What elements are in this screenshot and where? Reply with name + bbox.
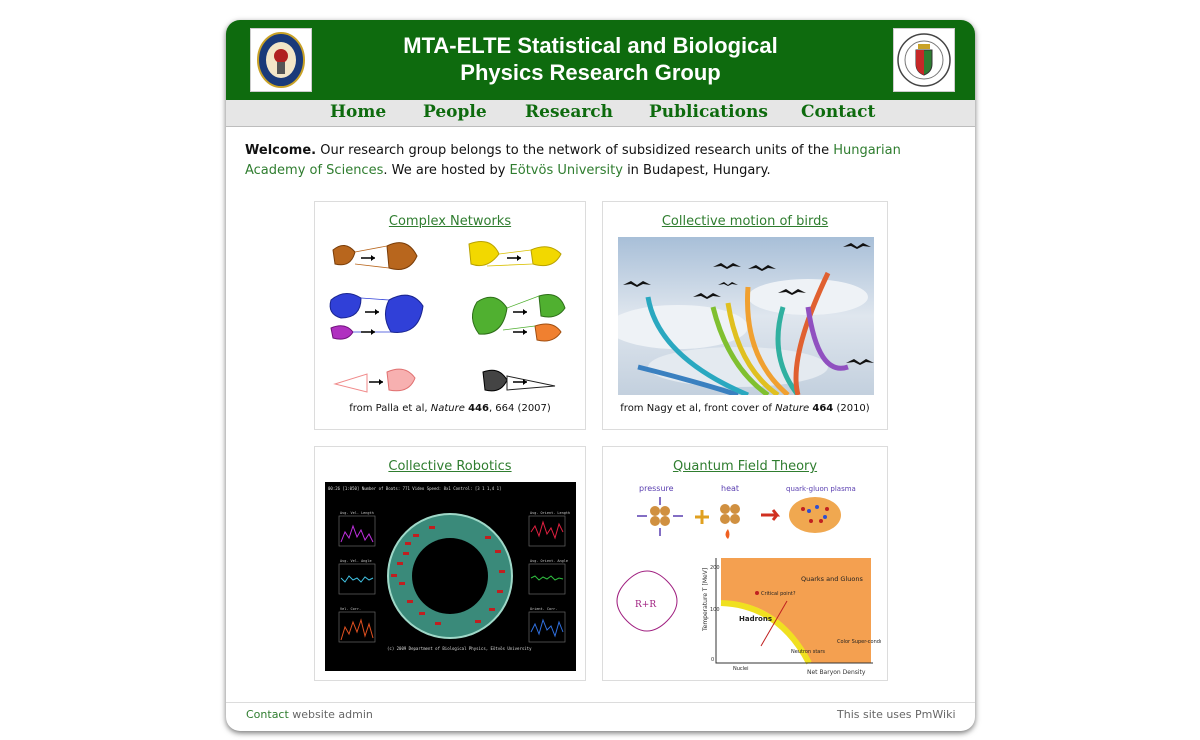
nav-home[interactable]: Home [330, 102, 387, 122]
caption-pre: from Nagy et al, front cover of [620, 403, 776, 414]
complex-networks-caption: from Palla et al, Nature 446, 664 (2007) [315, 403, 585, 414]
nav-people[interactable]: People [423, 102, 487, 122]
nav-publications[interactable]: Publications [649, 102, 768, 122]
footer-contact: Contact website admin [246, 708, 373, 721]
robotics-experiment-image: 00:26 [1:050] Number of Boats: 771 Video… [325, 482, 576, 671]
caption-journal: Nature [430, 403, 465, 414]
hungarian-academy-link[interactable]: Hungarian Academy of Sciences [245, 143, 901, 178]
seal-icon [257, 32, 305, 88]
site-title-line2: Physics Research Group [460, 60, 721, 85]
birds-caption: from Nagy et al, front cover of Nature 4… [603, 403, 887, 414]
svg-text:Neutron stars: Neutron stars [791, 649, 825, 655]
eotvos-university-link[interactable]: Eötvös University [509, 163, 623, 178]
plot-label-5: Avg. Orient. Angle [530, 559, 568, 563]
svg-text:Critical point?: Critical point? [761, 591, 796, 597]
site-title: MTA-ELTE Statistical and Biological Phys… [346, 32, 835, 86]
welcome-text-1: Our research group belongs to the networ… [316, 143, 834, 158]
bird-flight-trajectories-image [618, 237, 874, 395]
collective-motion-birds-link[interactable]: Collective motion of birds [661, 214, 829, 229]
caption-volume: 464 [812, 403, 834, 414]
footer-divider [226, 702, 975, 703]
nav-contact[interactable]: Contact [801, 102, 876, 122]
quantum-field-theory-link[interactable]: Quantum Field Theory [672, 459, 818, 474]
caption-post: (2010) [833, 403, 870, 414]
footer-contact-text: website admin [288, 708, 373, 721]
heat-label: heat [721, 484, 739, 493]
caption-journal: Nature [775, 403, 810, 414]
university-seal-icon [897, 33, 951, 87]
caption-pre: from Palla et al, [349, 403, 431, 414]
temperature-axis-label: Temperature T [MeV] [702, 568, 709, 632]
elte-logo[interactable] [893, 28, 955, 92]
site-title-line1: MTA-ELTE Statistical and Biological [403, 33, 778, 58]
quark-gluon-phase-diagram: pressure heat quark-gluon plasma R+R Tem… [616, 484, 881, 676]
footer-contact-link[interactable]: Contact [246, 708, 289, 721]
site-header: MTA-ELTE Statistical and Biological Phys… [226, 20, 975, 100]
plot-label-4: Avg. Orient. Length [530, 511, 570, 515]
welcome-text-2: . We are hosted by [383, 163, 510, 178]
caption-volume: 446 [468, 403, 489, 414]
welcome-text-3: in Budapest, Hungary. [622, 163, 771, 178]
robotics-header-text: 00:26 [1:050] Number of Boats: 771 Video… [328, 486, 501, 491]
svg-text:200: 200 [710, 565, 720, 571]
panel-quantum-field-theory: Quantum Field Theory pressure heat quark… [602, 446, 888, 681]
svg-text:100: 100 [710, 607, 720, 613]
network-communities-figure [329, 241, 566, 393]
plot-label-1: Avg. Vel. Length [340, 511, 374, 515]
welcome-bold: Welcome. [245, 143, 317, 158]
hadrons-label: Hadrons [739, 615, 772, 623]
main-nav: Home People Research Publications Contac… [226, 100, 975, 127]
collective-robotics-link[interactable]: Collective Robotics [388, 459, 512, 474]
baryon-density-axis-label: Net Baryon Density [807, 669, 866, 676]
panel-complex-networks: Complex Networks [314, 201, 586, 430]
welcome-paragraph: Welcome. Our research group belongs to t… [245, 141, 945, 181]
plot-label-2: Avg. Vel. Angle [340, 559, 372, 563]
nav-research[interactable]: Research [525, 102, 614, 122]
plot-label-6: Orient. Corr. [530, 607, 557, 611]
plasma-label: quark-gluon plasma [786, 485, 856, 493]
footer-pmwiki: This site uses PmWiki [837, 708, 956, 721]
svg-text:Nuclei: Nuclei [733, 666, 749, 672]
svg-text:0: 0 [711, 657, 714, 663]
plot-label-3: Vel. Corr. [340, 607, 361, 611]
panel-collective-motion-birds: Collective motion of birds [602, 201, 888, 430]
pressure-label: pressure [639, 484, 674, 493]
svg-text:R+R: R+R [635, 600, 656, 610]
quarks-gluons-label: Quarks and Gluons [801, 575, 863, 583]
complex-networks-link[interactable]: Complex Networks [388, 214, 512, 229]
panel-collective-robotics: Collective Robotics 00:26 [1:050] Number… [314, 446, 586, 681]
mta-logo[interactable] [250, 28, 312, 92]
svg-text:Color Super-conductor?: Color Super-conductor? [837, 639, 881, 645]
caption-post: , 664 (2007) [488, 403, 551, 414]
robotics-footer-text: (c) 2009 Department of Biological Physic… [387, 646, 532, 651]
page-card: MTA-ELTE Statistical and Biological Phys… [226, 20, 975, 731]
